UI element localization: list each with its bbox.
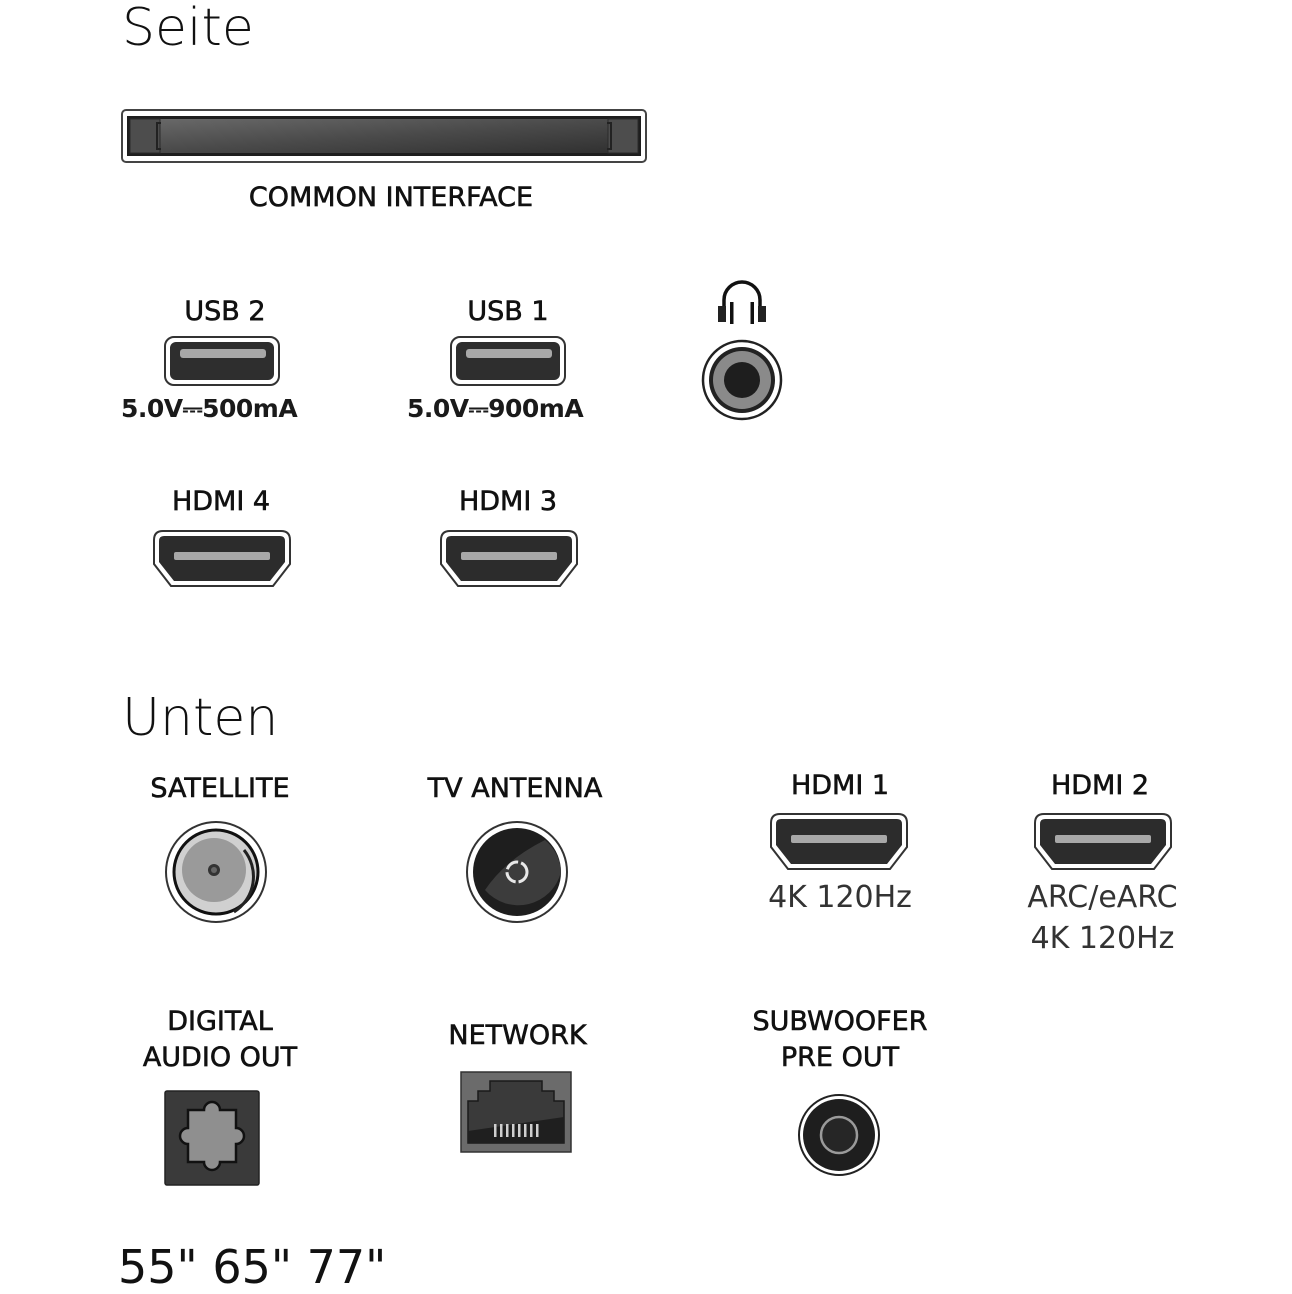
usb-a-port-icon xyxy=(164,336,280,386)
hdmi2-port xyxy=(1034,813,1172,871)
hdmi1-label: HDMI 1 xyxy=(790,770,890,802)
subwoofer-port xyxy=(798,1094,880,1176)
usb1-label: USB 1 xyxy=(467,296,549,328)
satellite-label: SATELLITE xyxy=(150,773,290,805)
usb2-power-rating: 5.0V⎓500mA xyxy=(121,394,298,423)
hdmi-port-icon xyxy=(1034,813,1172,870)
hdmi-port-icon xyxy=(153,530,291,587)
digital-audio-out-port xyxy=(164,1090,260,1186)
hdmi4-label: HDMI 4 xyxy=(171,486,271,518)
ethernet-rj45-icon xyxy=(460,1071,572,1153)
hdmi1-port xyxy=(770,813,908,871)
usb1-power-rating: 5.0V⎓900mA xyxy=(407,394,584,423)
digital-audio-out-label-line1: DIGITAL xyxy=(167,1006,273,1038)
subwoofer-label-line2: PRE OUT xyxy=(780,1042,900,1074)
headphone-icon xyxy=(716,280,768,326)
network-port xyxy=(460,1071,572,1153)
headphone-jack xyxy=(701,339,783,421)
hdmi-port-icon xyxy=(440,530,578,587)
hdmi2-label: HDMI 2 xyxy=(1050,770,1150,802)
optical-toslink-icon xyxy=(164,1090,260,1186)
usb2-port xyxy=(164,336,280,386)
audio-jack-icon xyxy=(701,339,783,421)
common-interface-port xyxy=(121,109,647,163)
section-title-side: Seite xyxy=(122,0,254,58)
hdmi1-spec: 4K 120Hz xyxy=(768,880,912,915)
ci-slot-icon xyxy=(121,109,647,163)
tv-antenna-label: TV ANTENNA xyxy=(427,773,603,805)
usb1-port xyxy=(450,336,566,386)
hdmi2-resolution-spec: 4K 120Hz xyxy=(1030,921,1175,956)
section-title-bottom: Unten xyxy=(122,688,279,748)
hdmi2-arc-spec: ARC/eARC xyxy=(1027,880,1178,915)
common-interface-label: COMMON INTERFACE xyxy=(248,182,534,214)
hdmi-port-icon xyxy=(770,813,908,870)
satellite-f-connector-icon xyxy=(165,821,267,923)
usb2-label: USB 2 xyxy=(184,296,266,328)
digital-audio-out-label-line2: AUDIO OUT xyxy=(142,1042,298,1074)
coax-antenna-icon xyxy=(466,821,568,923)
usb-a-port-icon xyxy=(450,336,566,386)
subwoofer-label-line1: SUBWOOFER xyxy=(752,1006,928,1038)
hdmi4-port xyxy=(153,530,291,588)
hdmi3-port xyxy=(440,530,578,588)
network-label: NETWORK xyxy=(448,1020,587,1052)
satellite-port xyxy=(164,820,268,924)
tv-antenna-port xyxy=(465,820,569,924)
hdmi3-label: HDMI 3 xyxy=(458,486,558,518)
screen-sizes: 55" 65" 77" xyxy=(118,1240,387,1294)
rca-jack-icon xyxy=(798,1094,880,1176)
